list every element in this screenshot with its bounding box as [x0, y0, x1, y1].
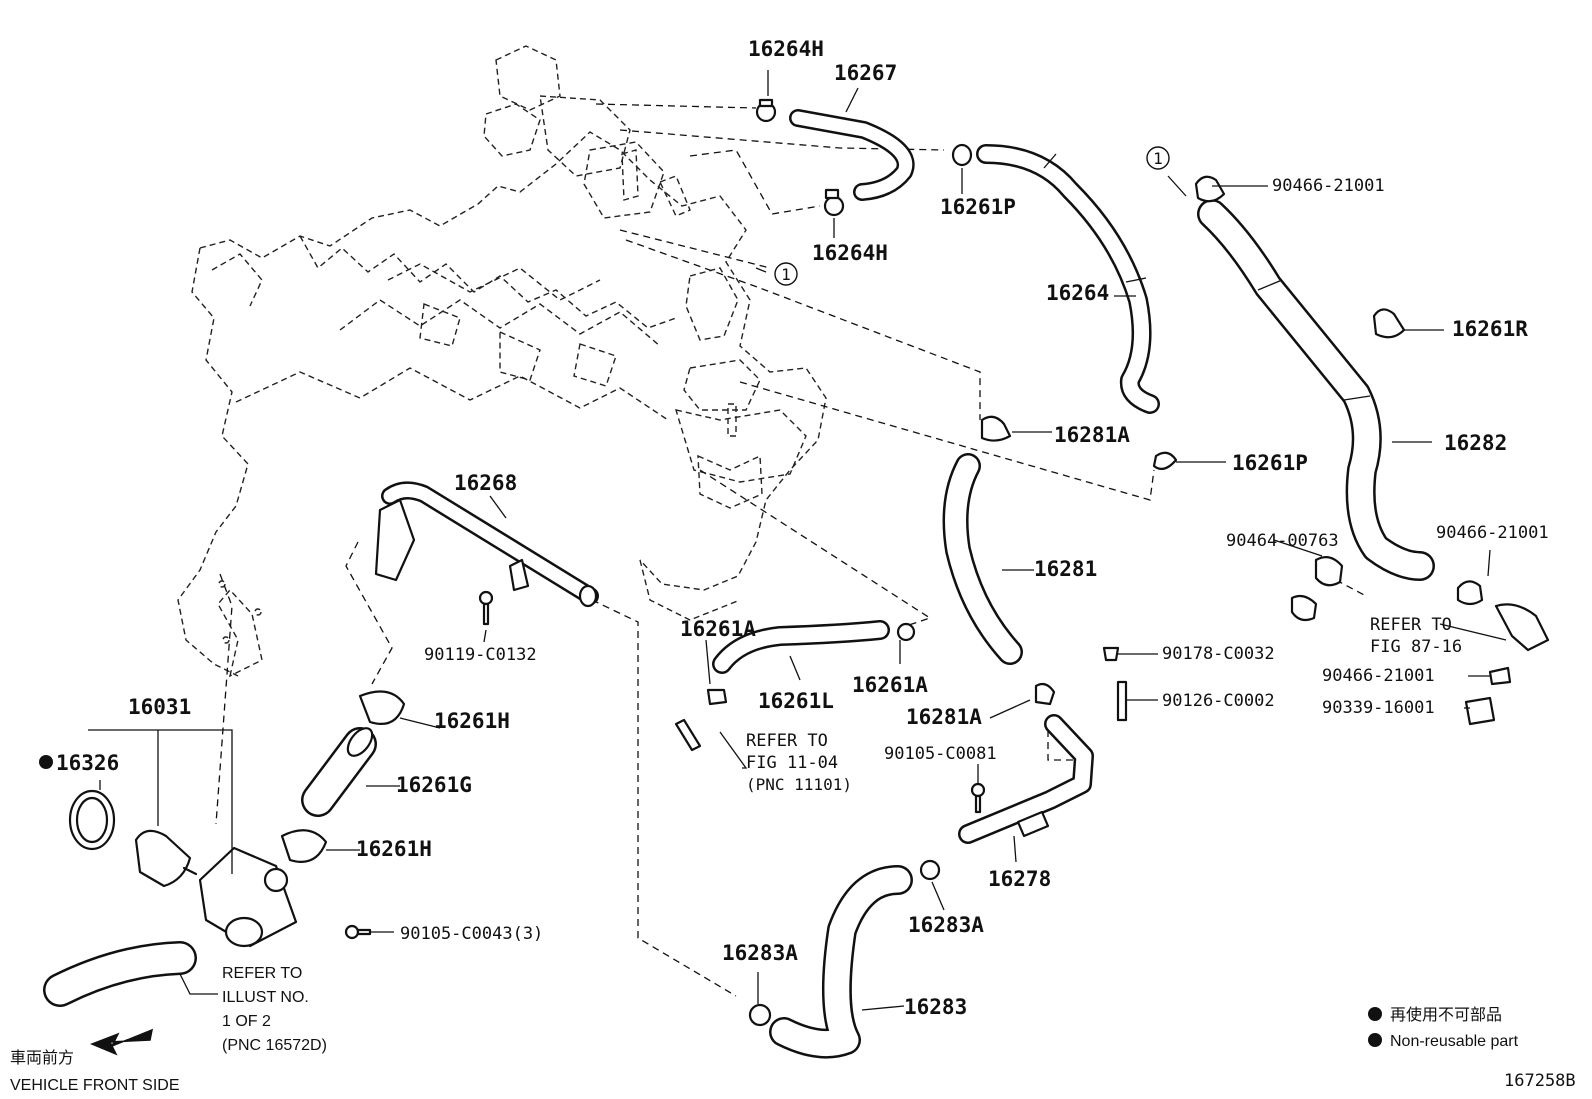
hose-16283	[769, 865, 913, 1059]
hose-lower-left	[43, 941, 197, 1007]
label-16264H-mid: 16264H	[812, 241, 888, 265]
ref-fig11-line3: (PNC 11101)	[746, 775, 852, 794]
label-90178-C0032: 90178-C0032	[1162, 644, 1275, 664]
hose-16264	[976, 144, 1160, 414]
label-16278: 16278	[988, 867, 1051, 891]
reference-notes: REFER TO FIG 87-16 REFER TO FIG 11-04 (P…	[222, 615, 1462, 1054]
label-90466-21001-c: 90466-21001	[1322, 666, 1435, 686]
arrow-left-icon	[89, 1028, 154, 1056]
label-90105-C0043: 90105-C0043(3)	[400, 924, 543, 944]
label-16281A-bottom: 16281A	[906, 705, 982, 729]
label-16268: 16268	[454, 471, 517, 495]
circle-ref-b: 1	[774, 262, 798, 286]
label-16261L: 16261L	[758, 689, 834, 713]
legend-jp: 再使用不可部品	[1390, 1005, 1502, 1024]
label-16282: 16282	[1444, 431, 1507, 455]
label-16261G: 16261G	[396, 773, 472, 797]
legend: 再使用不可部品 Non-reusable part	[1368, 1005, 1519, 1050]
label-16261A-left: 16261A	[680, 617, 756, 641]
hose-16267	[789, 109, 915, 201]
ref-illust-line4: (PNC 16572D)	[222, 1037, 327, 1054]
clamps	[280, 98, 1550, 1027]
non-reusable-marker	[39, 755, 53, 769]
label-16281A-top: 16281A	[1054, 423, 1130, 447]
label-16267: 16267	[834, 61, 897, 85]
label-16261P-top: 16261P	[940, 195, 1016, 219]
label-16281: 16281	[1034, 557, 1097, 581]
ref-illust-line1: REFER TO	[222, 965, 302, 982]
ref-fig11-line1: REFER TO	[746, 731, 828, 751]
thermostat-group	[68, 789, 298, 948]
part-labels: 16264H 16267 16261P 16264H 16264 16281A …	[39, 37, 1549, 1019]
circle-ref-a: 1	[1146, 146, 1170, 170]
ref-fig11-line2: FIG 11-04	[746, 753, 838, 773]
label-16261H-top: 16261H	[434, 709, 510, 733]
direction-jp: 車両前方	[10, 1048, 74, 1067]
engine-outline	[177, 45, 827, 678]
vehicle-front-arrow: 車両前方 VEHICLE FRONT SIDE	[10, 1028, 180, 1094]
label-16264: 16264	[1046, 281, 1109, 305]
ref-illust-line2: ILLUST NO.	[222, 989, 309, 1006]
svg-text:1: 1	[781, 265, 791, 284]
ref-fig87-line2: FIG 87-16	[1370, 637, 1462, 657]
leader-lines	[88, 70, 1507, 1011]
label-16283A-left: 16283A	[722, 941, 798, 965]
label-16264H-top: 16264H	[748, 37, 824, 61]
figure-id: 167258B	[1504, 1071, 1576, 1091]
label-90466-21001-a: 90466-21001	[1272, 176, 1385, 196]
label-90105-C0081: 90105-C0081	[884, 744, 997, 764]
label-90119-C0132: 90119-C0132	[424, 645, 537, 665]
label-16261P-mid: 16261P	[1232, 451, 1308, 475]
hose-16261G	[301, 727, 377, 817]
label-16283A-right: 16283A	[908, 913, 984, 937]
legend-dot-icon	[1368, 1007, 1382, 1021]
label-90466-21001-b: 90466-21001	[1436, 523, 1549, 543]
direction-en: VEHICLE FRONT SIDE	[10, 1077, 180, 1094]
legend-dot-icon	[1368, 1033, 1382, 1047]
ref-illust-line3: 1 OF 2	[222, 1013, 271, 1030]
label-16326: 16326	[56, 751, 119, 775]
label-16261R: 16261R	[1452, 317, 1528, 341]
pipe-16278	[958, 714, 1094, 844]
label-16283: 16283	[904, 995, 967, 1019]
label-16031: 16031	[128, 695, 191, 719]
ref-fig87-line1: REFER TO	[1370, 615, 1452, 635]
hose-16282	[1197, 199, 1435, 581]
label-90464-00763: 90464-00763	[1226, 531, 1339, 551]
hose-16281	[942, 453, 1023, 665]
hose-16261L	[712, 620, 890, 674]
svg-text:1: 1	[1153, 149, 1163, 168]
label-90339-16001: 90339-16001	[1322, 698, 1435, 718]
pipe-16268	[374, 481, 599, 608]
label-16261A-right: 16261A	[852, 673, 928, 697]
legend-en: Non-reusable part	[1390, 1033, 1519, 1050]
label-90126-C0002: 90126-C0002	[1162, 691, 1275, 711]
label-16261H-bottom: 16261H	[356, 837, 432, 861]
